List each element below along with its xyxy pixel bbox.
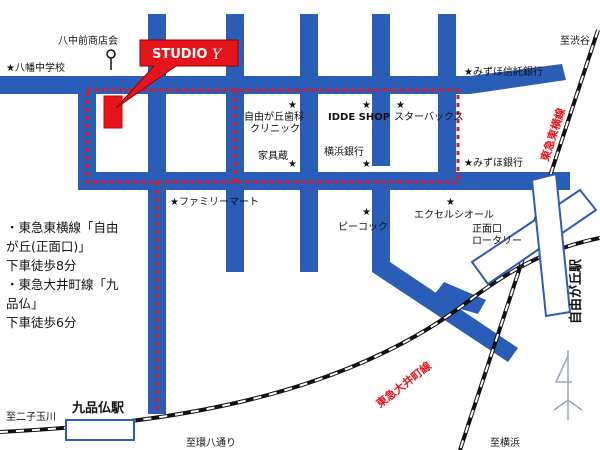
star-icon: ★ bbox=[362, 100, 371, 111]
direction-kanpachi: 至環八通り bbox=[186, 437, 236, 449]
shopping-association-pin: 八中前商店会 bbox=[58, 34, 118, 70]
star-icon: ★ bbox=[362, 159, 371, 170]
access-line: が丘(正面口)」 bbox=[6, 239, 91, 254]
jiyugaoka-station-shape bbox=[470, 172, 598, 318]
furniture-label: 家具蔵 bbox=[258, 149, 288, 162]
direction-futako: 至二子玉川 bbox=[6, 411, 56, 423]
route-loop bbox=[85, 88, 460, 184]
peacock-label: ピーコック bbox=[338, 221, 388, 233]
pin-icon bbox=[106, 49, 116, 59]
road-lower-left-vertical bbox=[372, 188, 390, 264]
road-vertical-5 bbox=[438, 14, 456, 178]
familymart-label: ★ファミリーマート bbox=[170, 197, 259, 208]
rotary-label-2: ロータリー bbox=[472, 235, 522, 247]
idde-shop-label: IDDE SHOP bbox=[328, 112, 390, 123]
access-line: 下車徒歩6分 bbox=[6, 315, 77, 330]
access-line: ・東急大井町線「九 bbox=[6, 277, 119, 292]
access-line: 下車徒歩8分 bbox=[6, 258, 77, 273]
star-icon: ★ bbox=[396, 100, 405, 111]
road-vertical-4 bbox=[372, 14, 390, 166]
studio-building bbox=[103, 95, 123, 129]
star-icon: ★ bbox=[288, 100, 297, 111]
access-line: ・東急東横線「自由 bbox=[6, 220, 119, 235]
starbucks-label: スターバックス bbox=[394, 111, 464, 123]
station-arm-b bbox=[530, 172, 572, 318]
toyoko-line-ties bbox=[459, 29, 599, 450]
studio-marker: STUDIO Y bbox=[103, 39, 239, 129]
studio-callout bbox=[115, 39, 239, 109]
direction-shibuya: 至渋谷 bbox=[560, 34, 590, 47]
road-lower-ramp bbox=[430, 282, 486, 314]
dental-label-1: 自由が丘歯科 bbox=[244, 110, 304, 123]
north-arrow-icon bbox=[553, 350, 583, 420]
road-vertical-3 bbox=[300, 14, 318, 272]
shopping-association-label: 八中前商店会 bbox=[58, 34, 118, 47]
oimachi-line-label: 東急大井町線 bbox=[373, 359, 434, 411]
yokohama-bank-label: 横浜銀行 bbox=[324, 145, 364, 158]
mizuho-bank-label: ★みずほ銀行 bbox=[464, 156, 523, 169]
road-lower-diagonal bbox=[372, 262, 518, 362]
direction-yokohama: 至横浜 bbox=[490, 436, 520, 449]
rotary-label-1: 正面口 bbox=[472, 224, 502, 235]
road-right-diagonal bbox=[470, 64, 566, 94]
access-line: 品仏」 bbox=[6, 296, 44, 311]
jiyugaoka-station-label: 自由が丘駅 bbox=[568, 258, 584, 324]
star-icon: ★ bbox=[446, 197, 455, 208]
star-icon: ★ bbox=[362, 207, 371, 218]
mizuho-trust-label: ★みずほ信託銀行 bbox=[464, 65, 543, 78]
kuhonbutsu-station-shape bbox=[65, 419, 135, 441]
access-info: ・東急東横線「自由 が丘(正面口)」 下車徒歩8分 ・東急大井町線「九 品仏」 … bbox=[6, 218, 156, 332]
studio-label: STUDIO bbox=[152, 47, 207, 62]
excel-sior-label: エクセルシオール bbox=[414, 209, 494, 221]
kuhonbutsu-station-label: 九品仏駅 bbox=[71, 401, 125, 416]
dental-label-2: クリニック bbox=[250, 123, 300, 135]
star-icon: ★ bbox=[288, 159, 297, 170]
studio-mark: Y bbox=[212, 47, 223, 63]
hachiman-school-label: ★八幡中学校 bbox=[6, 61, 65, 74]
walking-route bbox=[85, 88, 460, 412]
road-vertical-2 bbox=[226, 14, 244, 272]
